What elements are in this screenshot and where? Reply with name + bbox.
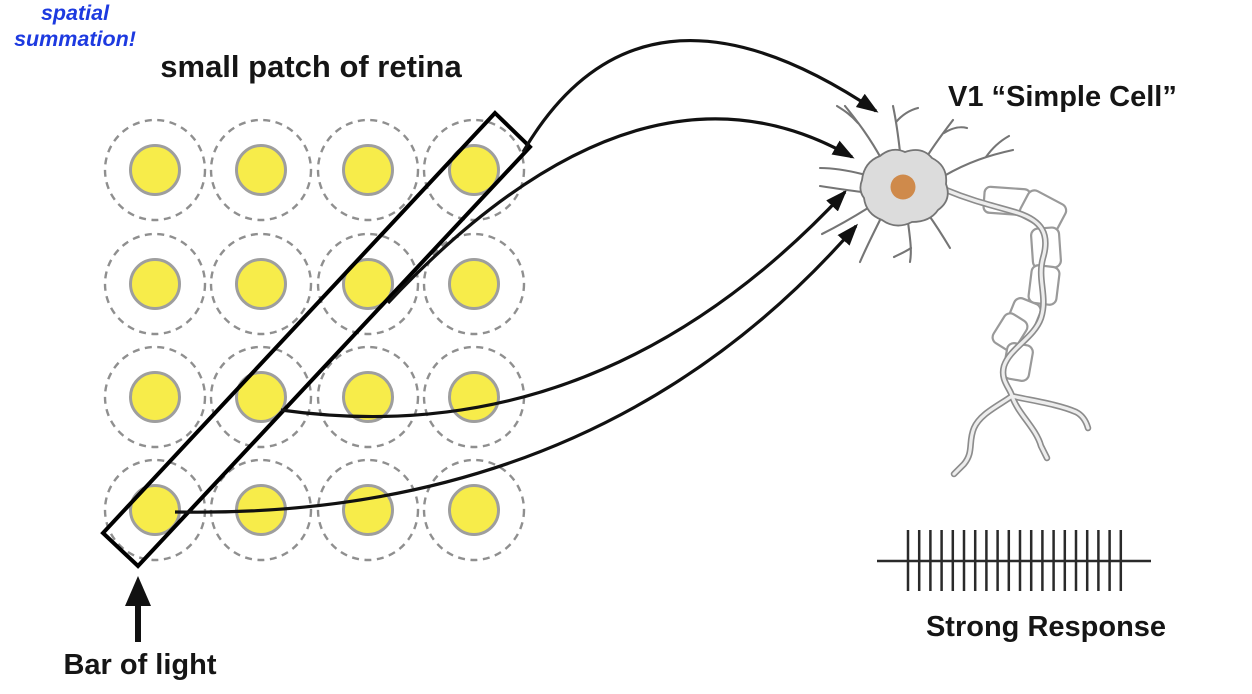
receptive-field-surround <box>209 458 313 562</box>
receptive-field-surround <box>209 345 313 449</box>
receptive-field-center <box>448 144 500 196</box>
receptive-field-row3-col2 <box>209 345 313 449</box>
receptive-field-center <box>342 484 394 536</box>
receptive-field-center <box>235 258 287 310</box>
connection-arrow-cell-row2-col3 <box>386 117 855 305</box>
connection-arrow-cell-row4-col1 <box>174 223 858 514</box>
receptive-field-surround <box>316 345 420 449</box>
receptive-field-center <box>342 144 394 196</box>
receptive-field-center <box>342 258 394 310</box>
receptive-field-center <box>448 484 500 536</box>
receptive-field-row2-col3 <box>316 232 420 336</box>
retina-grid <box>103 118 526 562</box>
bar-of-light-label: Bar of light <box>63 649 217 681</box>
receptive-field-row3-col1 <box>103 345 207 449</box>
receptive-field-surround <box>316 458 420 562</box>
receptive-field-surround <box>422 458 526 562</box>
receptive-field-surround <box>422 232 526 336</box>
spatial-summation-note: spatial summation! <box>14 1 136 52</box>
receptive-field-center <box>129 371 181 423</box>
receptive-field-surround <box>103 345 207 449</box>
connection-arrow-cell-row3-col2 <box>280 189 848 419</box>
receptive-field-center <box>129 484 181 536</box>
receptive-field-surround <box>316 118 420 222</box>
receptive-field-row3-col4 <box>422 345 526 449</box>
bar-of-light-pointer-arrow <box>125 576 151 642</box>
receptive-field-row1-col1 <box>103 118 207 222</box>
v1-neuron <box>818 104 1092 478</box>
receptive-field-row3-col3 <box>316 345 420 449</box>
receptive-field-row2-col2 <box>209 232 313 336</box>
receptive-field-center <box>342 371 394 423</box>
strong-response-label: Strong Response <box>925 611 1167 643</box>
receptive-field-row4-col3 <box>316 458 420 562</box>
neuron-dendrites <box>818 104 1015 264</box>
receptive-field-center <box>448 258 500 310</box>
neuron-nucleus <box>890 174 916 200</box>
receptive-field-row2-col1 <box>103 232 207 336</box>
receptive-field-row4-col4 <box>422 458 526 562</box>
receptive-field-surround <box>103 458 207 562</box>
receptive-field-center <box>129 258 181 310</box>
receptive-field-surround <box>103 232 207 336</box>
receptive-field-center <box>235 371 287 423</box>
receptive-field-center <box>235 144 287 196</box>
receptive-field-row1-col3 <box>316 118 420 222</box>
receptive-field-row4-col1 <box>103 458 207 562</box>
neuron-axon <box>942 186 1092 478</box>
v1-simple-cell-title: V1 “Simple Cell” <box>948 81 1177 113</box>
receptive-field-center <box>448 371 500 423</box>
receptive-field-center <box>129 144 181 196</box>
connection-arrow-cell-row1-col4 <box>521 39 879 153</box>
receptive-field-row2-col4 <box>422 232 526 336</box>
retina-to-v1-connections <box>174 39 879 514</box>
bar-of-light <box>100 110 533 569</box>
receptive-field-surround <box>316 232 420 336</box>
spike-train <box>877 530 1151 591</box>
retina-title: small patch of retina <box>160 49 462 84</box>
receptive-field-surround <box>209 118 313 222</box>
receptive-field-surround <box>209 232 313 336</box>
receptive-field-row1-col2 <box>209 118 313 222</box>
receptive-field-surround <box>103 118 207 222</box>
